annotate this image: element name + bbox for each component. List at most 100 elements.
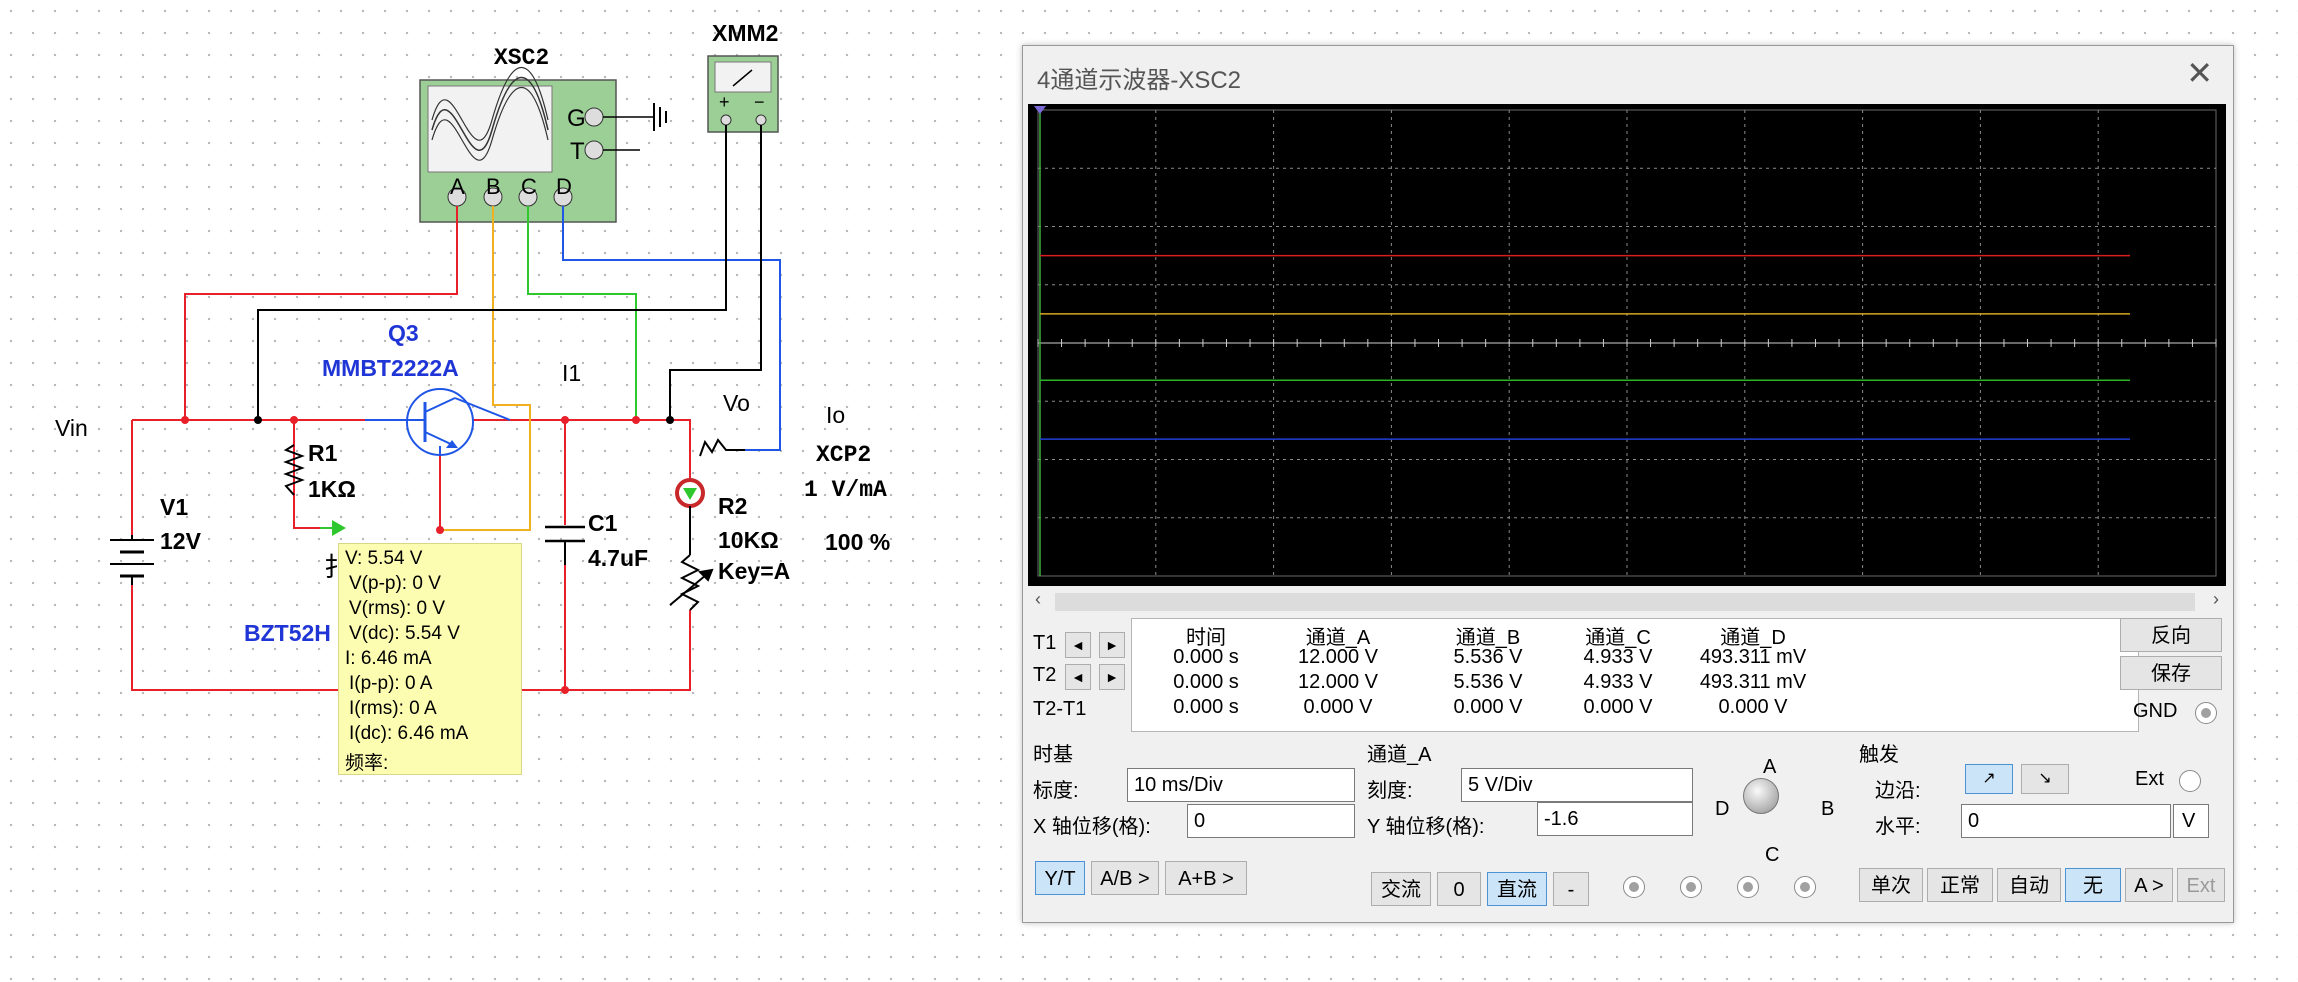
r2-key-label: Key=A xyxy=(718,558,791,584)
cursor-row-label-t2: T2 xyxy=(1033,664,1057,686)
scroll-left-icon[interactable]: ‹ xyxy=(1035,589,1041,609)
q3-ref-label: Q3 xyxy=(388,320,419,346)
timebase-scale-field[interactable]: 10 ms/Div xyxy=(1127,768,1355,802)
a-plus-b-mode-button[interactable]: A+B > xyxy=(1165,861,1247,895)
probe-readout-tooltip: V: 5.54 V V(p-p): 0 V V(rms): 0 V V(dc):… xyxy=(338,543,522,775)
falling-edge-button[interactable]: ↘ xyxy=(2021,764,2069,794)
normal-trigger-button[interactable]: 正常 xyxy=(1927,868,1993,902)
channel-b-radio[interactable] xyxy=(1680,876,1702,898)
scope-pin-g: G xyxy=(567,105,586,132)
scope-display[interactable] xyxy=(1028,104,2226,586)
cursor-row-label-t1: T1 xyxy=(1033,632,1057,654)
trigger-level-unit[interactable]: V xyxy=(2173,804,2209,838)
y-position-label: Y 轴位移(格): xyxy=(1367,816,1485,838)
capacitor-c1[interactable] xyxy=(545,525,585,543)
x-position-field[interactable]: 0 xyxy=(1187,804,1355,838)
net-label-vin: Vin xyxy=(55,415,88,441)
potentiometer-r2[interactable] xyxy=(669,554,714,611)
v1-value-label: 12V xyxy=(160,528,201,554)
ab-mode-button[interactable]: A/B > xyxy=(1091,861,1159,895)
r2-percent-label: 100 % xyxy=(825,529,891,555)
probe-line: I(rms): 0 A xyxy=(349,698,437,719)
r1-ref-label: R1 xyxy=(308,440,338,466)
rising-edge-button[interactable]: ↗ xyxy=(1965,764,2013,794)
probe-line: I(p-p): 0 A xyxy=(349,673,433,694)
v1-ref-label: V1 xyxy=(160,494,189,520)
ext-trigger-button[interactable]: Ext xyxy=(2177,868,2225,902)
cell-value: 12.000 V xyxy=(1297,646,1379,668)
column-header: 通道_B xyxy=(1455,627,1521,649)
multimeter-symbol-xmm2[interactable] xyxy=(707,55,779,133)
oscilloscope-symbol-xsc2[interactable] xyxy=(419,67,667,223)
cell-value: 4.933 V xyxy=(1583,671,1653,693)
cell-value: 4.933 V xyxy=(1583,646,1653,668)
transistor-q3[interactable] xyxy=(365,388,511,456)
reverse-button[interactable]: 反向 xyxy=(2120,618,2222,652)
cell-value: 493.311 mV xyxy=(1699,646,1807,668)
edge-label: 边沿: xyxy=(1875,780,1921,802)
channel-scale-label: 刻度: xyxy=(1367,780,1413,802)
t1-right-button[interactable]: ► xyxy=(1099,632,1125,658)
horizontal-scrollbar[interactable]: ‹ › xyxy=(1027,587,2227,617)
ac-coupling-button[interactable]: 交流 xyxy=(1371,872,1431,906)
cell-value: 5.536 V xyxy=(1453,671,1523,693)
timebase-group-label: 时基 xyxy=(1033,744,1073,766)
current-probe-xcp2[interactable] xyxy=(675,478,705,508)
gnd-label: GND xyxy=(2133,700,2178,722)
q3-part-label: MMBT2222A xyxy=(322,355,459,381)
meter-pin-plus: + xyxy=(719,92,730,112)
none-trigger-button[interactable]: 无 xyxy=(2065,868,2121,902)
r2-ref-label: R2 xyxy=(718,493,748,519)
trigger-group-label: 触发 xyxy=(1859,744,1899,766)
probe-ref-label: XCP2 xyxy=(816,442,872,468)
cell-value: 5.536 V xyxy=(1453,646,1523,668)
single-trigger-button[interactable]: 单次 xyxy=(1859,868,1923,902)
resistor-r1[interactable] xyxy=(283,444,305,496)
t2-left-button[interactable]: ◄ xyxy=(1065,664,1091,690)
gnd-radio[interactable] xyxy=(2195,702,2217,724)
close-icon[interactable]: ✕ xyxy=(2186,55,2213,91)
probe-line: V(dc): 5.54 V xyxy=(349,623,460,644)
scrollbar-track[interactable] xyxy=(1055,593,2195,611)
net-label-io: Io xyxy=(826,402,846,428)
probe-line: 频率: xyxy=(345,753,389,774)
knob-label-c: C xyxy=(1765,844,1780,866)
dc-coupling-button[interactable]: 直流 xyxy=(1487,872,1547,906)
probe-line: I(dc): 6.46 mA xyxy=(349,723,469,744)
cell-value: 0.000 V xyxy=(1583,696,1653,718)
battery-v1[interactable] xyxy=(110,535,154,585)
trigger-level-field[interactable]: 0 xyxy=(1961,804,2171,838)
t1-left-button[interactable]: ◄ xyxy=(1065,632,1091,658)
channel-c-radio[interactable] xyxy=(1737,876,1759,898)
cell-value: 0.000 s xyxy=(1173,671,1239,693)
net-label-i1: I1 xyxy=(562,360,582,386)
scroll-right-icon[interactable]: › xyxy=(2213,589,2219,609)
oscilloscope-window: 4通道示波器-XSC2 ✕ ‹ › T1 T2 T2-T1 ◄ ► ◄ ► 时间… xyxy=(1022,45,2234,923)
zener-part-label: BZT52H xyxy=(244,620,331,646)
zero-coupling-button[interactable]: 0 xyxy=(1437,872,1481,906)
r2-value-label: 10KΩ xyxy=(718,527,779,553)
channel-selector-knob[interactable] xyxy=(1743,778,1779,814)
cell-value: 0.000 s xyxy=(1173,646,1239,668)
channel-scale-field[interactable]: 5 V/Div xyxy=(1461,768,1693,802)
channel-a-radio[interactable] xyxy=(1623,876,1645,898)
c1-ref-label: C1 xyxy=(588,510,618,536)
window-title: 4通道示波器-XSC2 xyxy=(1037,67,1242,94)
scope-pin-b: B xyxy=(486,174,501,199)
ext-trigger-radio[interactable] xyxy=(2179,770,2201,792)
invert-button[interactable]: - xyxy=(1553,872,1589,906)
y-position-field[interactable]: -1.6 xyxy=(1537,802,1693,836)
cursor-marker-icon[interactable] xyxy=(1034,106,1046,114)
save-button[interactable]: 保存 xyxy=(2120,656,2222,690)
channel-d-radio[interactable] xyxy=(1794,876,1816,898)
scope-pin-a: A xyxy=(450,174,465,199)
knob-label-d: D xyxy=(1715,798,1730,820)
circuit-schematic xyxy=(110,55,781,694)
auto-trigger-button[interactable]: 自动 xyxy=(1997,868,2061,902)
scope-pin-t: T xyxy=(570,138,585,165)
scope-pin-d: D xyxy=(556,174,572,199)
t2-right-button[interactable]: ► xyxy=(1099,664,1125,690)
yt-mode-button[interactable]: Y/T xyxy=(1035,861,1085,895)
r1-value-label: 1KΩ xyxy=(308,476,356,502)
a-trigger-button[interactable]: A > xyxy=(2125,868,2173,902)
